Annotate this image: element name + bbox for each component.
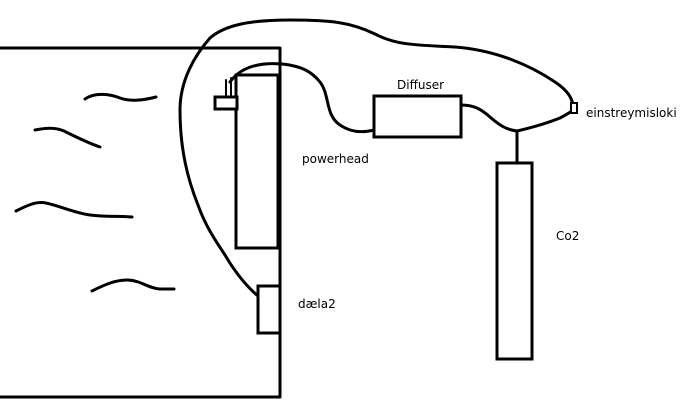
water-wave (90, 278, 176, 293)
co2-tube-outer (178, 18, 575, 298)
pump-dæla2 (256, 284, 282, 335)
co2-cylinder (495, 161, 534, 361)
water-wave (33, 126, 102, 149)
co2-tube-diffuser-in (228, 62, 376, 134)
water-wave (14, 201, 134, 219)
pump-label: dæla2 (298, 297, 336, 311)
powerhead-label: powerhead (302, 152, 369, 166)
water-wave (83, 92, 158, 102)
powerhead (234, 73, 280, 250)
powerhead-inlet (213, 95, 239, 111)
co2-tube-check-valve (515, 108, 576, 133)
aquarium-tank (0, 46, 282, 399)
co2-tube-diffuser-out (459, 103, 519, 133)
check-valve-label: einstreymisloki (586, 106, 677, 120)
diffuser (372, 94, 463, 139)
check-valve (570, 102, 578, 114)
diffuser-label: Diffuser (397, 78, 444, 92)
co2-label: Co2 (556, 229, 579, 243)
